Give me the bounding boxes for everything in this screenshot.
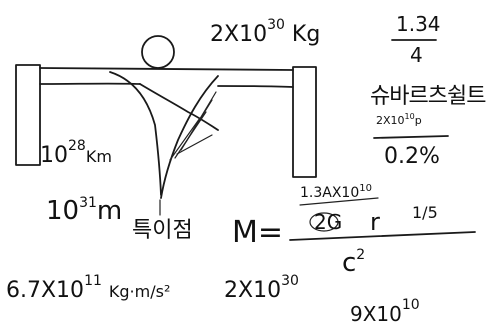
bottom-mass: 2X1030 — [224, 274, 299, 303]
distance-m-value: 10 — [46, 196, 80, 226]
mass-ball — [141, 35, 175, 69]
fabric-bottom-edge — [39, 82, 294, 88]
sun-mass-unit: Kg — [291, 22, 321, 47]
gravity-well-right — [160, 75, 219, 199]
g-exp: 11 — [84, 273, 102, 289]
well-hatch-5 — [176, 134, 213, 155]
distance-km-value: 10 — [40, 143, 68, 168]
schwarzschild-sub-value: 2X10 — [376, 114, 405, 127]
distance-m-exp: 31 — [79, 195, 97, 211]
c2-value: 9X10 — [350, 302, 402, 326]
right-pillar — [292, 66, 317, 178]
schwarzschild-sub-unit: p — [414, 114, 422, 127]
schwarzschild-label: 슈바르츠쉴트 — [370, 84, 486, 109]
fraction-bar-korean — [373, 135, 449, 139]
fraction-bottom: 4 — [410, 43, 423, 67]
sun-mass-exp: 30 — [267, 17, 285, 33]
distance-km: 1028Km — [40, 139, 112, 168]
distance-m: 1031m — [46, 195, 123, 226]
singularity-label: 특이점 — [132, 218, 193, 243]
sun-mass-label: 2X1030 Kg — [210, 18, 321, 47]
equation-fraction-bar — [289, 231, 476, 241]
left-pillar — [15, 64, 41, 166]
equation-side-fraction: 1/5 — [412, 203, 438, 222]
equation-struck-numerator: 1.3AX1010 — [300, 183, 372, 201]
bottom-mass-value: 2X10 — [224, 278, 282, 303]
sun-mass-value: 2X10 — [210, 22, 268, 47]
light-speed-squared: 9X1010 — [350, 298, 420, 326]
g-unit: Kg·m/s² — [108, 282, 171, 301]
gravity-well-left — [109, 71, 162, 196]
fraction-top: 1.34 — [396, 12, 441, 36]
circle-around-g — [309, 212, 339, 232]
equation-numerator-var: r — [370, 208, 380, 236]
g-value: 6.7X10 — [6, 278, 85, 303]
distance-m-unit: m — [96, 196, 123, 226]
distance-km-unit: Km — [85, 147, 112, 166]
struck-value: 1.3AX10 — [300, 185, 360, 201]
distance-km-exp: 28 — [68, 138, 86, 154]
struck-exp: 10 — [359, 183, 372, 194]
well-hatch-1 — [169, 117, 201, 161]
gravitational-constant: 6.7X1011 Kg·m/s² — [6, 274, 171, 303]
bottom-mass-exp: 30 — [281, 273, 299, 289]
strike-through — [299, 197, 379, 206]
denominator-var: c — [342, 248, 357, 278]
c2-exp: 10 — [401, 297, 420, 313]
schwarzschild-sub-exp: 10 — [404, 112, 415, 121]
percent-value: 0.2% — [384, 144, 440, 169]
schwarzschild-sub: 2X1010p — [376, 112, 422, 127]
equation-lhs: M= — [232, 215, 284, 250]
equation-denominator: c2 — [342, 247, 366, 278]
denominator-exp: 2 — [356, 247, 366, 263]
equation-numerator: 2G — [314, 210, 343, 234]
well-hatch-4 — [185, 91, 217, 143]
gravity-well-inner — [139, 83, 219, 131]
fabric-top-edge — [39, 67, 294, 71]
